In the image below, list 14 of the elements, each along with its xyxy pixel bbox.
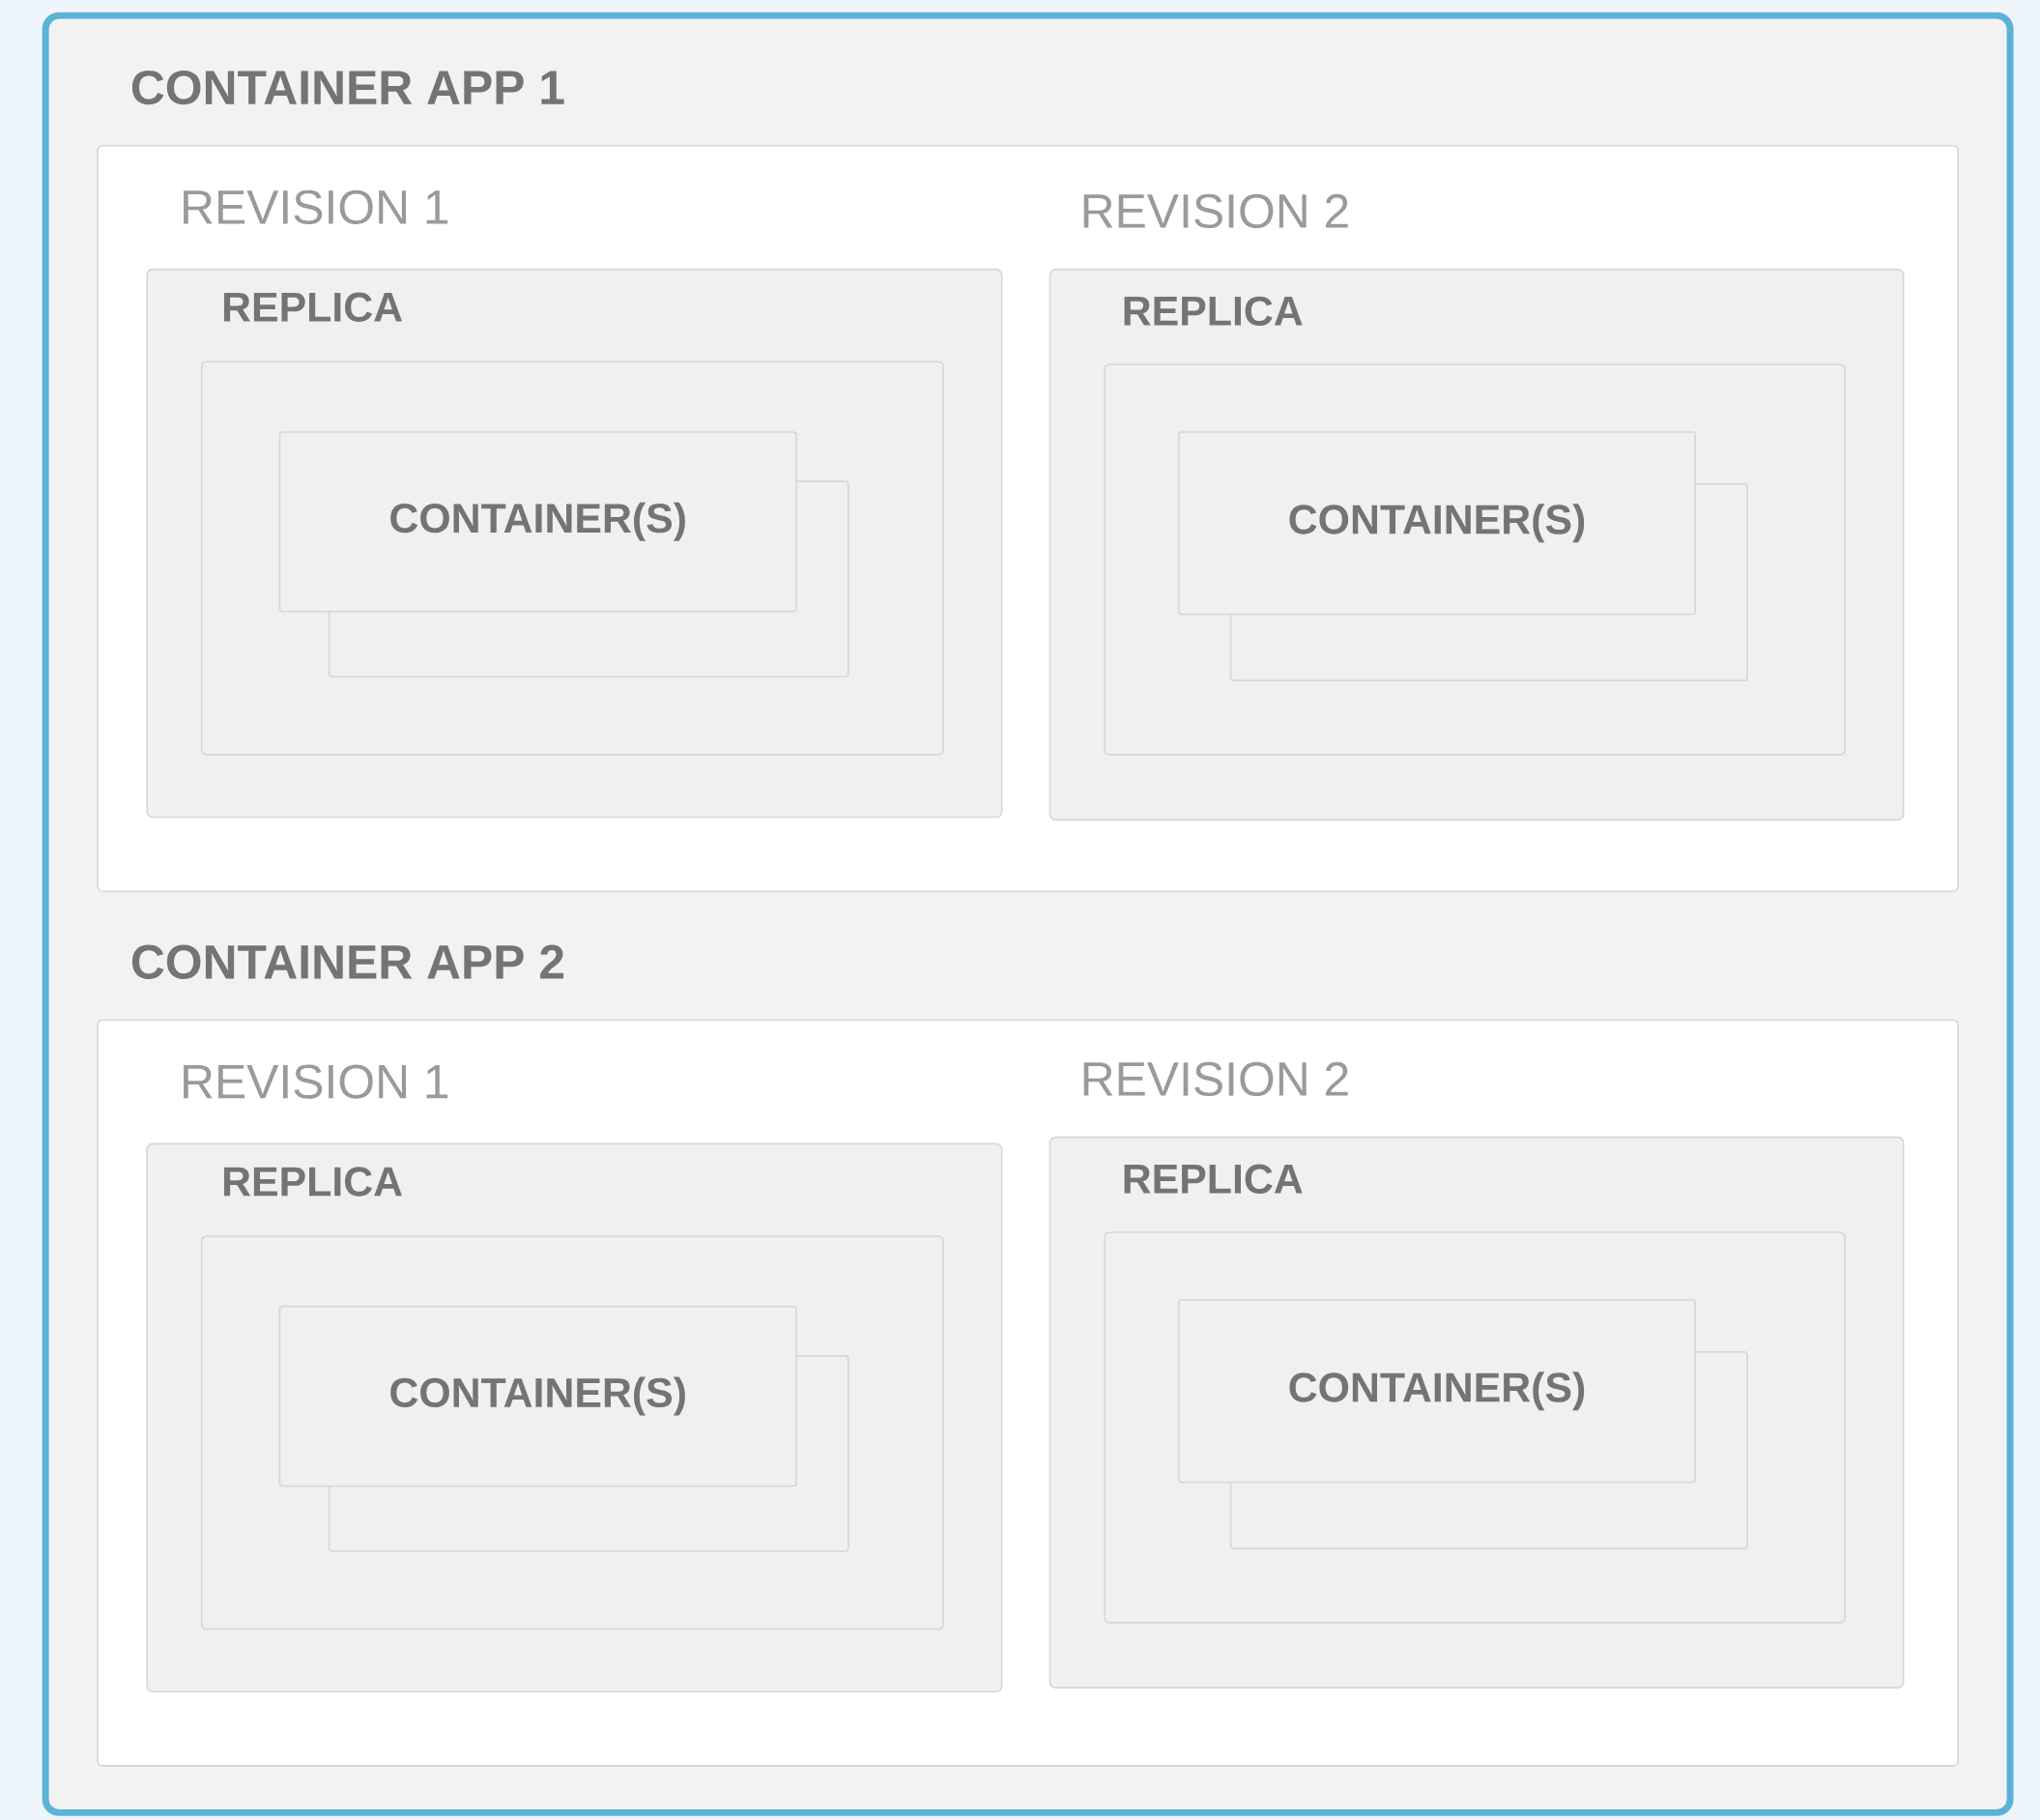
node-label: REVISION 1 xyxy=(184,1064,448,1099)
container-box: CONTAINER(S) xyxy=(1177,430,1697,615)
container-box: CONTAINER(S) xyxy=(278,430,797,613)
node-label: REPLICA xyxy=(223,1167,402,1197)
node-label: CONTAINER APP 2 xyxy=(131,944,564,979)
node-label: REPLICA xyxy=(223,292,402,322)
node-label: REVISION 1 xyxy=(184,189,448,224)
container-box: CONTAINER(S) xyxy=(278,1305,797,1488)
node-label: REPLICA xyxy=(1124,296,1303,326)
node-label: REVISION 2 xyxy=(1083,193,1348,228)
container-box: CONTAINER(S) xyxy=(1177,1298,1697,1483)
node-label: REVISION 2 xyxy=(1083,1061,1348,1096)
node-label: REPLICA xyxy=(1124,1164,1303,1194)
node-label: CONTAINER APP 1 xyxy=(131,70,564,104)
